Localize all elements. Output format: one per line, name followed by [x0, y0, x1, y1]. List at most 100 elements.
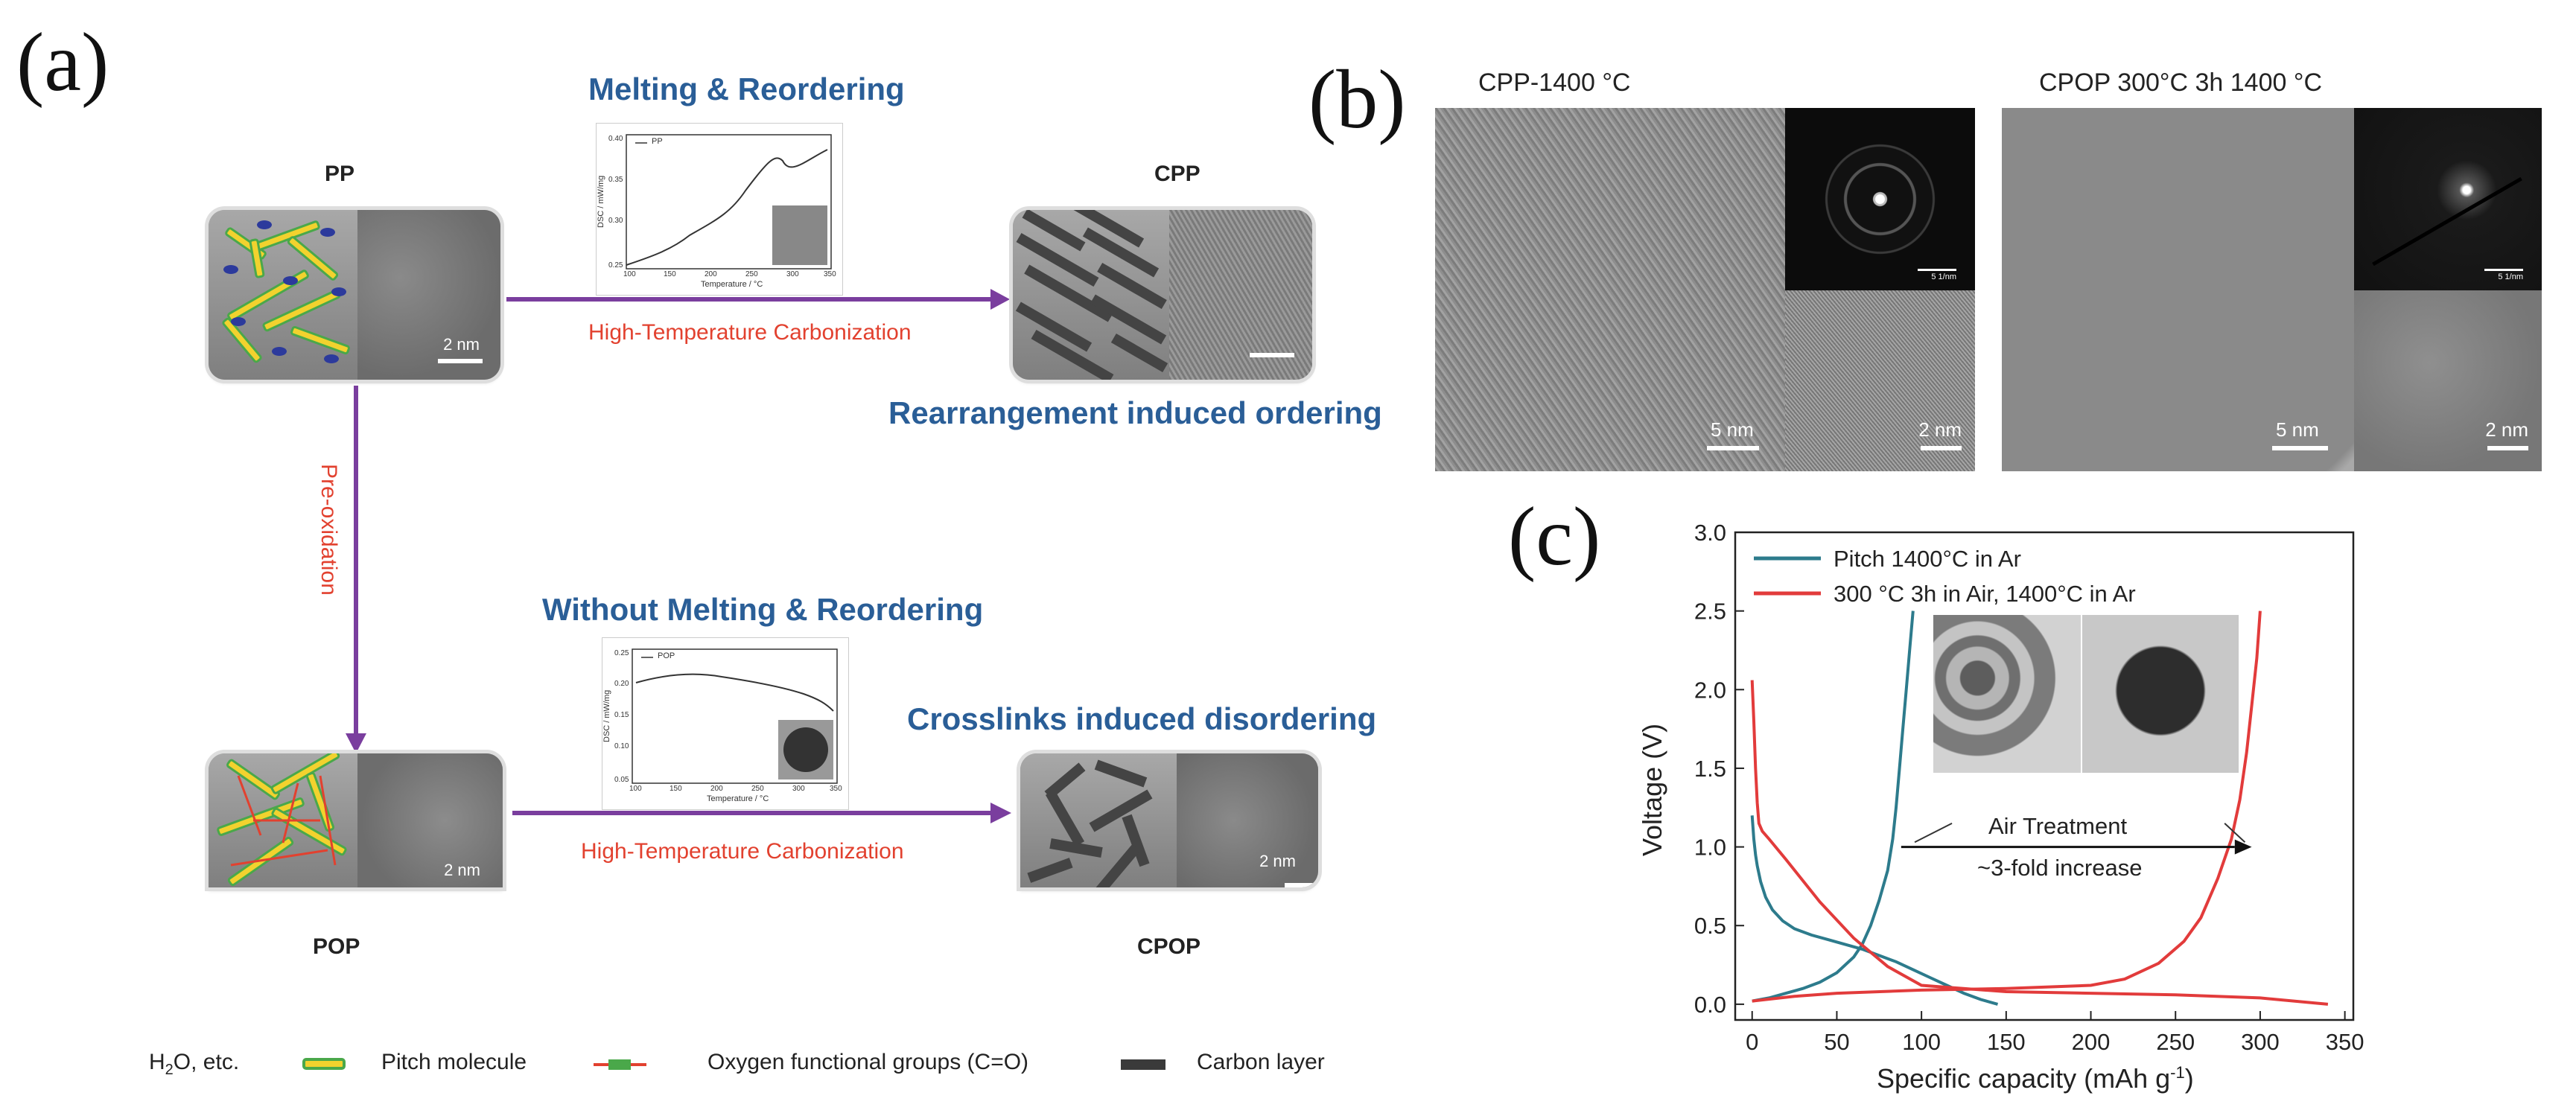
node-label-cpp: CPP: [1154, 162, 1200, 186]
scale-bar-cpop: [1285, 883, 1318, 887]
crosslinked-pitch-illustration: [217, 753, 347, 887]
dsc-inset-pp-ytick: 0.35: [608, 176, 623, 184]
x-axis-label: Specific capacity (mAh g-1): [1877, 1063, 2194, 1094]
y-tick-label: 2.5: [1694, 599, 1726, 625]
annotation-air-treatment: Air Treatment: [1988, 813, 2128, 839]
tem-scale-bar-cpop-main: [2272, 446, 2328, 450]
dsc-inset-pop-xtick: 100: [629, 785, 642, 793]
annotation-fold-increase: ~3-fold increase: [1977, 855, 2143, 881]
x-tick-label: 350: [2326, 1029, 2364, 1055]
panel-label-a: (a): [16, 16, 109, 109]
dsc-inset-pp-ytick: 0.40: [608, 135, 623, 143]
pitch-molecule-swatch-icon: [302, 1058, 346, 1070]
inset-photo-pitch-powder: [1933, 615, 2081, 773]
series-line-0-0: [1750, 815, 1999, 1006]
panel-label-b: (b): [1308, 54, 1406, 146]
carbonization-label-top: High-Temperature Carbonization: [588, 320, 912, 345]
dsc-inset-pop-ytick: 0.20: [614, 680, 629, 688]
tem-scale-label-cpp-main: 5 nm: [1711, 418, 1754, 441]
panel-b-right-title: CPOP 300°C 3h 1400 °C: [2039, 68, 2323, 97]
x-tick-label: 250: [2156, 1029, 2195, 1055]
disordering-label: Crosslinks induced disordering: [907, 701, 1377, 736]
melting-reordering-title: Melting & Reordering: [588, 71, 905, 106]
dsc-inset-pp-xlabel: Temperature / °C: [701, 280, 763, 289]
panel-b-left-title: CPP-1400 °C: [1478, 68, 1631, 97]
card-pop: 2 nm: [209, 753, 503, 887]
dsc-inset-pop-ylabel: DSC / mW/mg: [602, 689, 611, 742]
beam-stop: [2372, 176, 2522, 267]
inset-pointer-left: [1914, 822, 1953, 844]
x-tick-label: 200: [2072, 1029, 2111, 1055]
tem-scale-bar-cpp-main: [1707, 446, 1759, 450]
legend-h2o: H2O, etc.: [149, 1050, 240, 1078]
y-tick-label: 0.5: [1694, 913, 1726, 939]
plot-frame: [1734, 531, 2355, 1021]
y-tick-label: 0.0: [1694, 992, 1726, 1018]
card-cpp: [1013, 210, 1312, 380]
carbon-layer-swatch-icon: [1121, 1059, 1165, 1070]
tem-scale-label-cpop-main: 5 nm: [2276, 418, 2319, 441]
inset-pointer-right: [2224, 823, 2246, 843]
x-tick-label: 100: [1902, 1029, 1941, 1055]
y-axis-label: Voltage (V): [1637, 723, 1667, 856]
dsc-inset-pp-xtick: 350: [824, 270, 836, 278]
dsc-inset-pp-xtick: 100: [623, 270, 636, 278]
tem-image-cpp: [1169, 210, 1312, 380]
series-line-1-1: [1752, 610, 2262, 1003]
tem-image-pop: [357, 753, 503, 887]
panel-label-c: (c): [1508, 491, 1601, 583]
tem-scale-label-cpp-sub: 2 nm: [1918, 418, 1962, 441]
x-tick-label: 300: [2241, 1029, 2280, 1055]
dsc-inset-pop-ytick: 0.05: [614, 776, 629, 784]
node-label-pp: PP: [325, 162, 355, 186]
y-tick-label: 3.0: [1694, 520, 1726, 546]
legend-carbon: Carbon layer: [1197, 1050, 1325, 1074]
tem-scale-label-cpop-sub: 2 nm: [2485, 418, 2528, 441]
saed-scale-label-cpp: 5 1/nm: [1931, 272, 1956, 281]
dsc-inset-pp: PP DSC / mW/mg Temperature / °C 0.25 0.3…: [596, 123, 843, 296]
without-melting-title: Without Melting & Reordering: [542, 592, 984, 627]
process-arrows: [346, 289, 1011, 823]
carbonization-label-bottom: High-Temperature Carbonization: [581, 839, 904, 864]
dsc-inset-pp-ytick: 0.30: [608, 217, 623, 225]
scale-label-pp: 2 nm: [443, 335, 480, 354]
carbon-layers-disordered-illustration: [1027, 759, 1153, 887]
tem-image-cpp-1400: 5 1/nm 5 nm 2 nm: [1435, 108, 1975, 471]
y-tick-label: 1.5: [1694, 756, 1726, 782]
card-cpop: 2 nm: [1020, 753, 1318, 887]
scale-bar-pp: [438, 359, 483, 363]
dsc-inset-pop-xtick: 350: [830, 785, 842, 793]
tem-scale-bar-cpop-sub: [2487, 446, 2528, 450]
scale-bar-cpp: [1250, 353, 1294, 357]
tem-zoom-cpp: [1785, 290, 1975, 471]
fold-increase-arrowhead: [2234, 839, 2252, 855]
dsc-inset-pop-xtick: 300: [792, 785, 805, 793]
dsc-inset-pop-ytick: 0.10: [614, 742, 629, 750]
series-line-1-0: [1750, 680, 2329, 1006]
dsc-inset-pop: POP DSC / mW/mg Temperature / °C 0.05 0.…: [602, 637, 849, 810]
dsc-inset-pp-ytick: 0.25: [608, 261, 623, 270]
dsc-inset-pop-xtick: 200: [710, 785, 723, 793]
oxygen-group-swatch-icon: [594, 1059, 646, 1070]
legend-oxygen: Oxygen functional groups (C=O): [707, 1050, 1029, 1074]
dsc-inset-pp-xtick: 300: [786, 270, 799, 278]
x-tick-label: 50: [1824, 1029, 1849, 1055]
dsc-inset-pp-legend: PP: [652, 137, 663, 146]
saed-pattern-cpop: 5 1/nm: [2354, 108, 2542, 290]
scale-label-pop: 2 nm: [444, 861, 480, 879]
legend-pitch: Pitch molecule: [381, 1050, 527, 1074]
dsc-inset-pop-ytick: 0.25: [614, 649, 629, 657]
tem-image-pp: [357, 210, 500, 380]
tem-scale-bar-cpp-sub: [1921, 446, 1962, 450]
tem-zoom-cpop: [2354, 290, 2542, 471]
tem-image-cpop: [1177, 753, 1318, 887]
x-tick-label: 0: [1746, 1029, 1758, 1055]
inset-photo-air-treated-powder: [2082, 615, 2239, 773]
ordering-label: Rearrangement induced ordering: [888, 395, 1382, 430]
tem-image-cpop-1400: 5 1/nm 5 nm 2 nm: [2002, 108, 2542, 471]
dsc-inset-pp-xtick: 150: [664, 270, 676, 278]
saed-scale-bar-cpop: [2484, 269, 2523, 271]
legend-series-pitch: Pitch 1400°C in Ar: [1834, 546, 2021, 572]
dsc-inset-pop-xtick: 250: [751, 785, 764, 793]
